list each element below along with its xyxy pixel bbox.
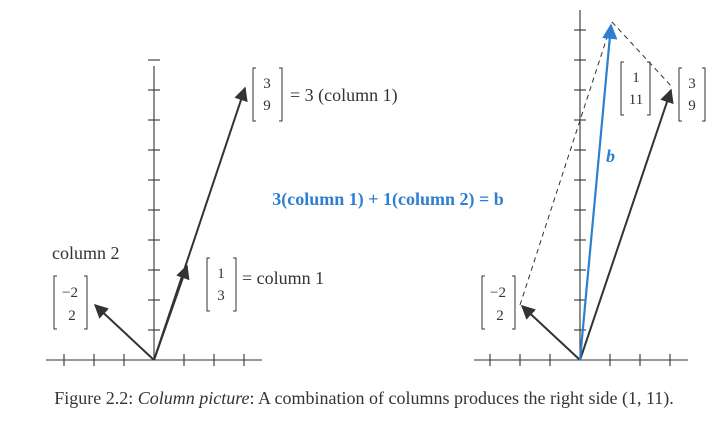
right-col2-matrix: −2 2 [481,275,516,330]
left-scaled-col1-vector [153,86,248,361]
caption-prefix: Figure 2.2: [54,388,138,408]
left-scaled-matrix: 3 9 [252,67,283,122]
right-scaled-matrix: 3 9 [678,67,706,122]
right-dashed-left [519,21,613,306]
right-b-label: b [606,146,615,166]
right-scaled-top: 3 [688,76,696,92]
left-scaled-bottom: 9 [263,98,271,114]
right-scaled-col1-vector [579,88,674,361]
left-col2-vector [93,304,155,361]
right-axes [474,10,688,366]
left-col2-top: −2 [62,285,78,301]
left-axes [46,59,262,366]
combination-equation: 3(column 1) + 1(column 2) = b [272,189,504,210]
right-scaled-bottom: 9 [688,98,696,114]
right-col2-bottom: 2 [496,308,504,324]
right-b-vector [578,23,618,361]
caption-rest: : A combination of columns produces the … [249,388,674,408]
figure-caption: Figure 2.2: Column picture: A combinatio… [0,388,728,409]
right-b-bottom: 11 [629,92,643,108]
left-col1-top: 1 [217,266,225,282]
right-b-matrix: 1 11 [620,61,651,116]
caption-italic: Column picture [137,388,250,408]
left-col1-label: = column 1 [242,268,324,288]
left-col2-matrix: −2 2 [53,275,88,330]
left-col1-bottom: 3 [217,288,225,304]
right-col2-top: −2 [490,285,506,301]
right-diagram: b 1 11 3 9 −2 2 [474,10,706,366]
left-col1-matrix: 1 3 [206,257,237,312]
right-col2-vector [520,305,581,361]
left-scaled-top: 3 [263,76,271,92]
left-col2-title: column 2 [52,243,120,263]
right-dashed-top [611,21,674,89]
right-b-top: 1 [632,70,640,86]
left-diagram: 1 3 = column 1 3 9 = 3 (column 1) column… [46,59,398,366]
left-scaled-label: = 3 (column 1) [290,85,398,106]
left-col2-bottom: 2 [68,308,76,324]
